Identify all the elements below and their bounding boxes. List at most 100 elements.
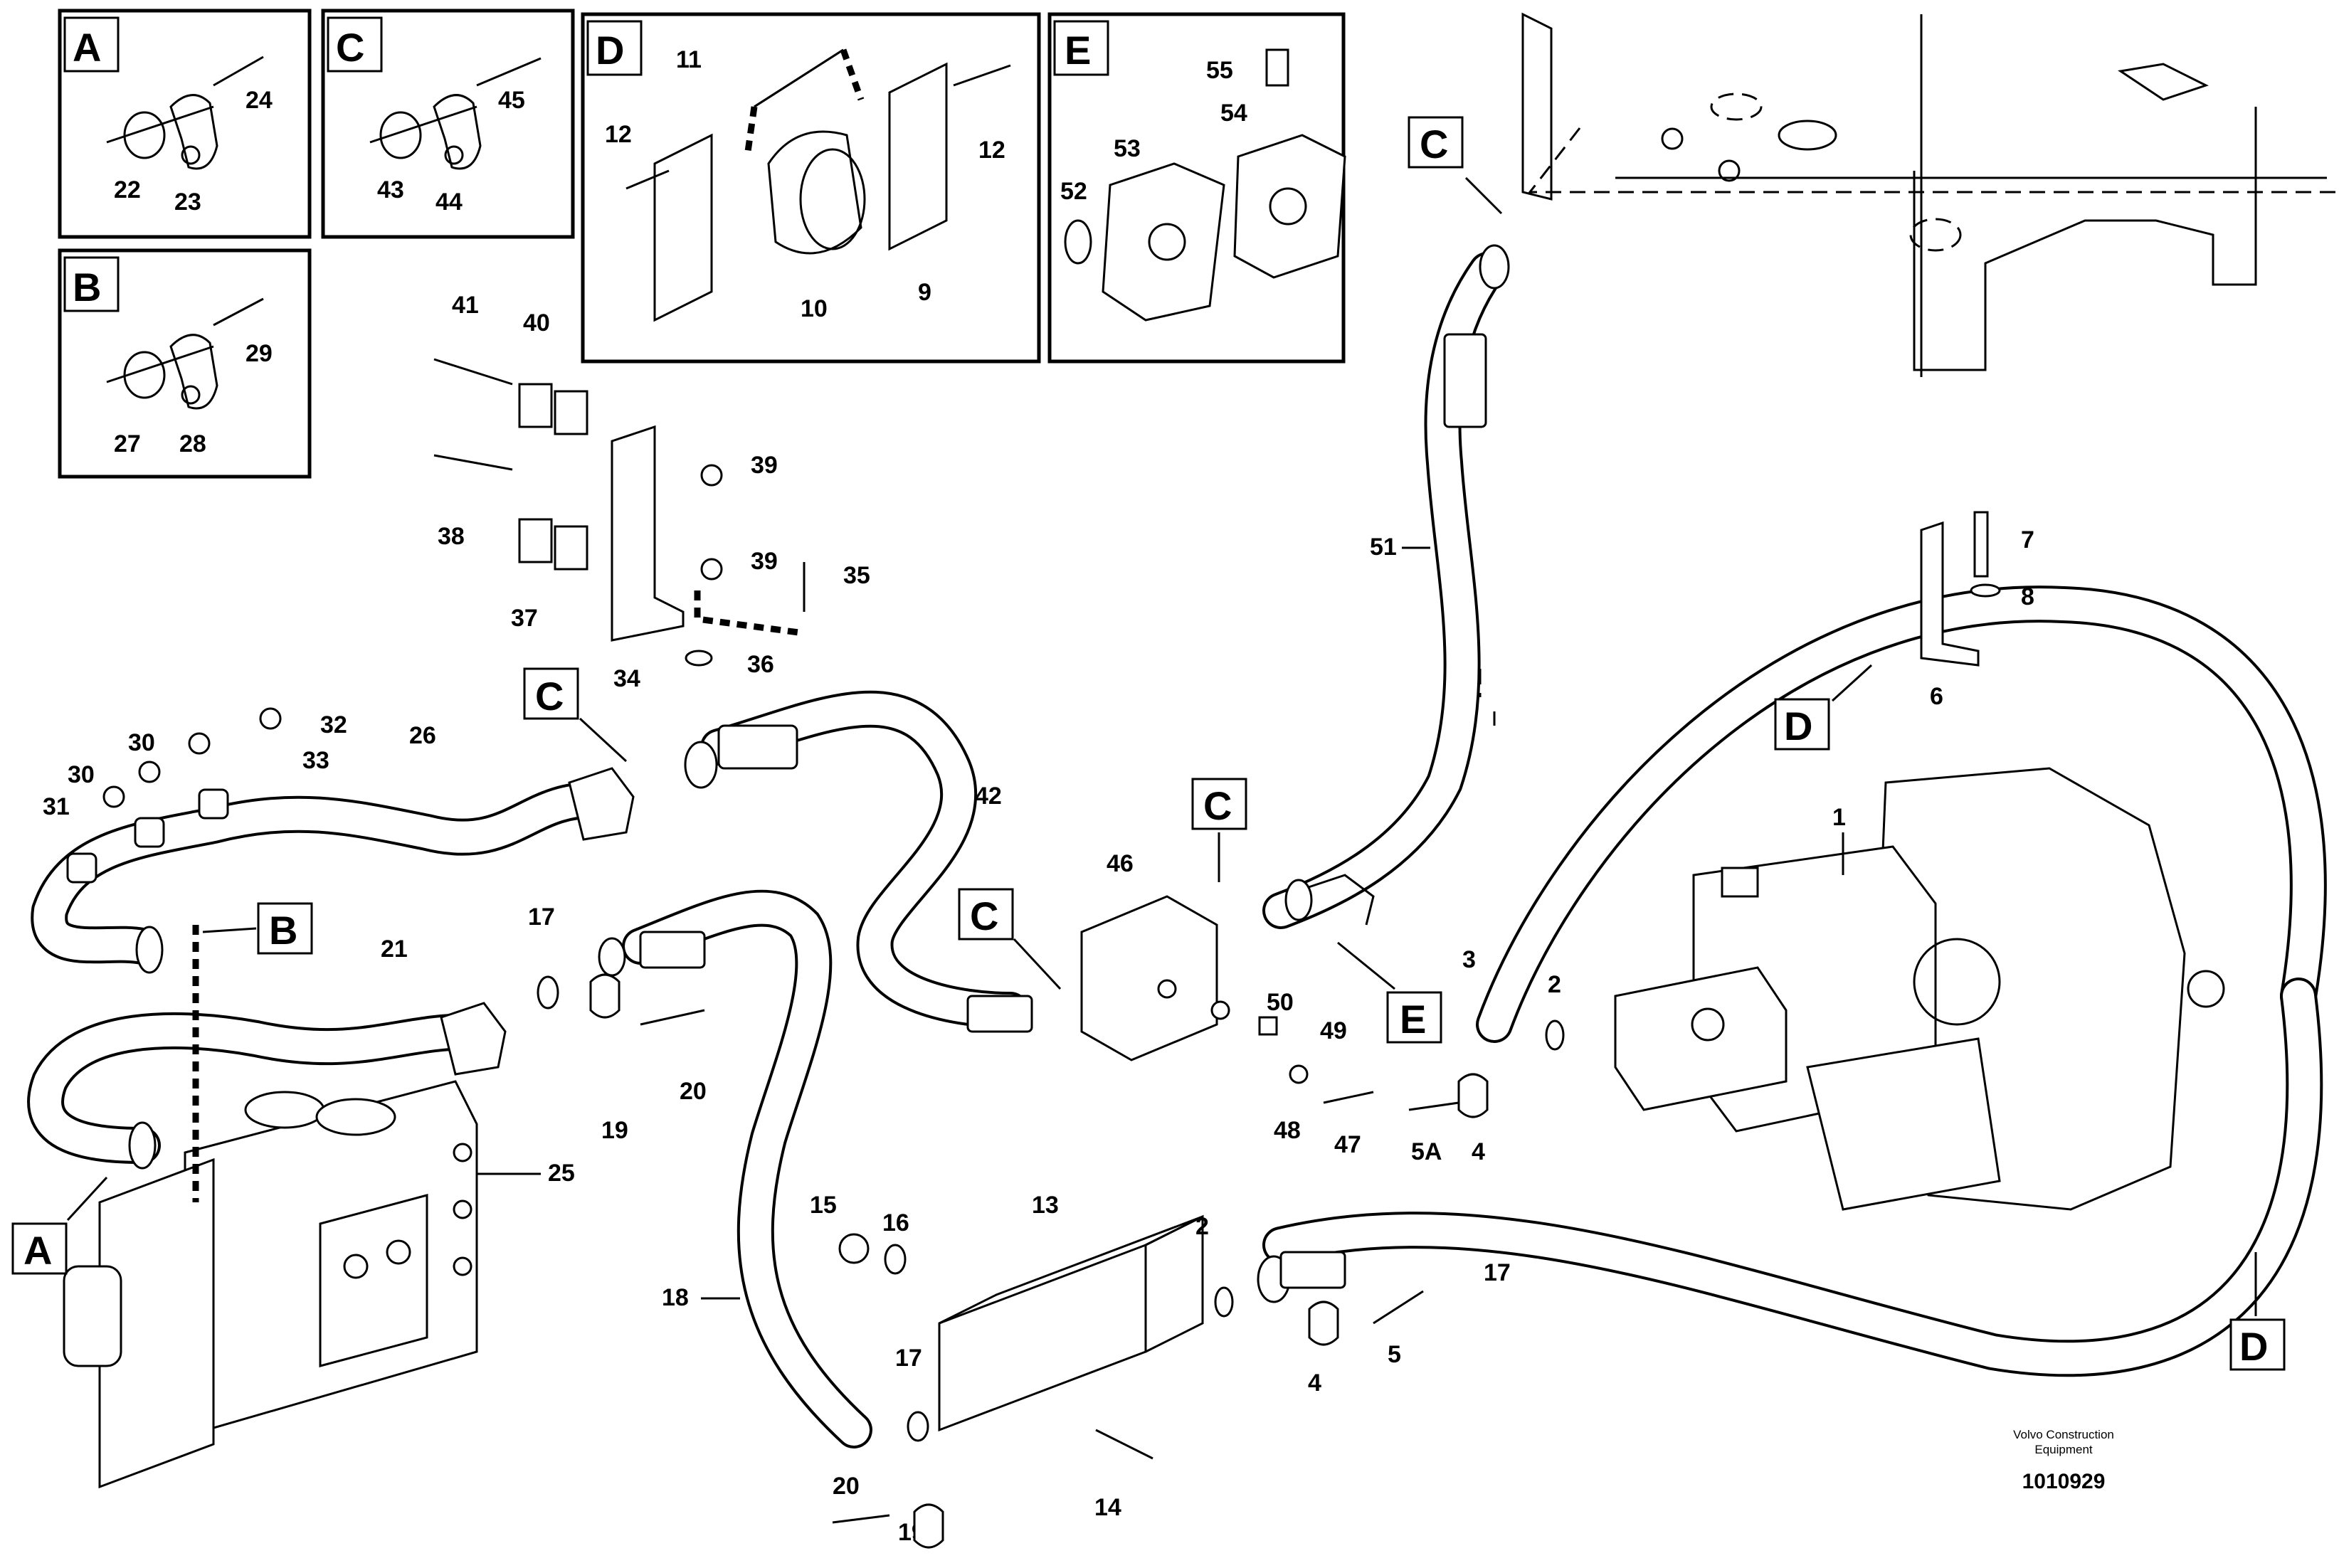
hose-51: 51 [1262, 244, 1510, 929]
block-46: 46 50 49 48 47 [1080, 850, 1375, 1158]
part-26: 26 [409, 722, 436, 749]
part-8: 8 [2021, 583, 2034, 610]
part-38: 38 [438, 523, 465, 550]
block-13: 15 16 13 2 17 20 19 14 4 5 [810, 1192, 1424, 1549]
part-13: 13 [1032, 1192, 1059, 1219]
footer: Volvo Construction Equipment 1010929 [2013, 1428, 2114, 1493]
callout-c-4: C [970, 894, 998, 938]
callout-c-2: C [535, 674, 564, 719]
part-44: 44 [435, 189, 463, 216]
part-45: 45 [498, 87, 525, 114]
part-9: 9 [918, 279, 931, 306]
callouts: C C C C B A D D E [11, 116, 2286, 1371]
inset-b: B 29 27 28 [58, 248, 312, 479]
part-41: 41 [452, 292, 479, 319]
hose-42: 42 [684, 690, 1033, 1033]
part-12-right: 12 [978, 137, 1005, 164]
part-15: 15 [810, 1192, 837, 1219]
part-30-upper: 30 [128, 729, 155, 756]
part-20-lower: 20 [833, 1473, 860, 1500]
inset-d: D 11 12 12 10 9 [581, 12, 1041, 364]
inset-b-letter: B [73, 265, 101, 309]
callout-b: B [269, 908, 297, 953]
part-16: 16 [882, 1209, 909, 1236]
part-2-lower: 2 [1195, 1213, 1209, 1240]
part-35: 35 [843, 562, 870, 589]
part-32: 32 [320, 711, 347, 738]
part-7: 7 [2021, 526, 2034, 553]
part-10: 10 [801, 295, 828, 322]
part-43: 43 [377, 176, 404, 203]
pipe-21: 21 [27, 936, 507, 1170]
part-39-lower: 39 [751, 548, 778, 575]
callout-d-2: D [2239, 1324, 2268, 1369]
callout-a: A [23, 1228, 52, 1273]
inset-c: C 45 43 44 [321, 9, 575, 239]
part-24: 24 [245, 87, 273, 114]
part-53: 53 [1114, 135, 1141, 162]
part-29: 29 [245, 340, 273, 367]
part-22: 22 [114, 176, 141, 203]
part-42: 42 [975, 783, 1002, 810]
inset-d-letter: D [596, 28, 624, 73]
part-20-mid: 20 [680, 1078, 707, 1105]
fittings-30-33: 32 30 33 30 31 [43, 707, 347, 884]
part-37: 37 [511, 605, 538, 632]
part-11: 11 [676, 46, 702, 73]
part-47: 47 [1334, 1131, 1361, 1158]
part-51: 51 [1370, 534, 1397, 561]
bracket-assembly: 41 40 39 38 39 35 37 34 36 [433, 292, 870, 692]
hose-3: 3 17 [1262, 586, 2327, 1377]
part-40: 40 [523, 309, 550, 337]
inset-e-letter: E [1065, 28, 1091, 73]
callout-d-1: D [1784, 704, 1812, 748]
parts-2-4-5a: 2 5A 4 [1408, 971, 1565, 1165]
inset-a-letter: A [73, 25, 101, 70]
pipe-26: 26 [31, 722, 635, 974]
part-46: 46 [1107, 850, 1134, 877]
control-valve: 25 [63, 1080, 575, 1489]
part-30-lower: 30 [68, 761, 95, 788]
doc-number: 1010929 [2022, 1470, 2106, 1493]
bracket-6: 7 8 6 [1920, 511, 2034, 710]
part-23: 23 [174, 189, 201, 216]
part-49: 49 [1320, 1017, 1347, 1044]
part-18: 18 [662, 1284, 689, 1311]
part-25: 25 [548, 1160, 575, 1187]
inset-e: E 55 54 53 52 [1047, 12, 1346, 364]
part-21: 21 [381, 936, 408, 963]
part-5: 5 [1388, 1341, 1401, 1368]
part-28: 28 [179, 430, 206, 457]
part-39-upper: 39 [751, 452, 778, 479]
callout-e: E [1400, 997, 1426, 1042]
part-14: 14 [1094, 1494, 1121, 1521]
part-54: 54 [1220, 100, 1247, 127]
part-55: 55 [1206, 57, 1233, 84]
callout-c-1: C [1420, 122, 1448, 166]
part-4-lower: 4 [1308, 1370, 1321, 1397]
part-1: 1 [1832, 804, 1846, 831]
part-12-left: 12 [605, 121, 632, 148]
parts-17-19-20: 17 20 19 [528, 904, 707, 1144]
inset-a: A 24 22 23 [58, 9, 312, 239]
part-3-lower: 17 [1484, 1259, 1511, 1286]
part-52: 52 [1060, 178, 1087, 205]
part-6: 6 [1930, 683, 1943, 710]
part-36: 36 [747, 651, 774, 678]
part-27: 27 [114, 430, 141, 457]
company-line-1: Volvo Construction [2013, 1428, 2114, 1441]
part-50: 50 [1267, 989, 1294, 1016]
callout-c-3: C [1203, 783, 1232, 828]
part-48: 48 [1274, 1117, 1301, 1144]
tank-outline [1521, 12, 2339, 377]
part-2-upper: 2 [1548, 971, 1561, 998]
part-17-mid: 17 [528, 904, 555, 931]
part-17-lower: 17 [895, 1345, 922, 1372]
part-3-upper: 3 [1462, 946, 1476, 973]
part-34: 34 [613, 665, 640, 692]
part-5a: 5A [1411, 1138, 1442, 1165]
part-33: 33 [302, 747, 329, 774]
inset-c-letter: C [336, 25, 364, 70]
part-19-mid: 19 [601, 1117, 628, 1144]
